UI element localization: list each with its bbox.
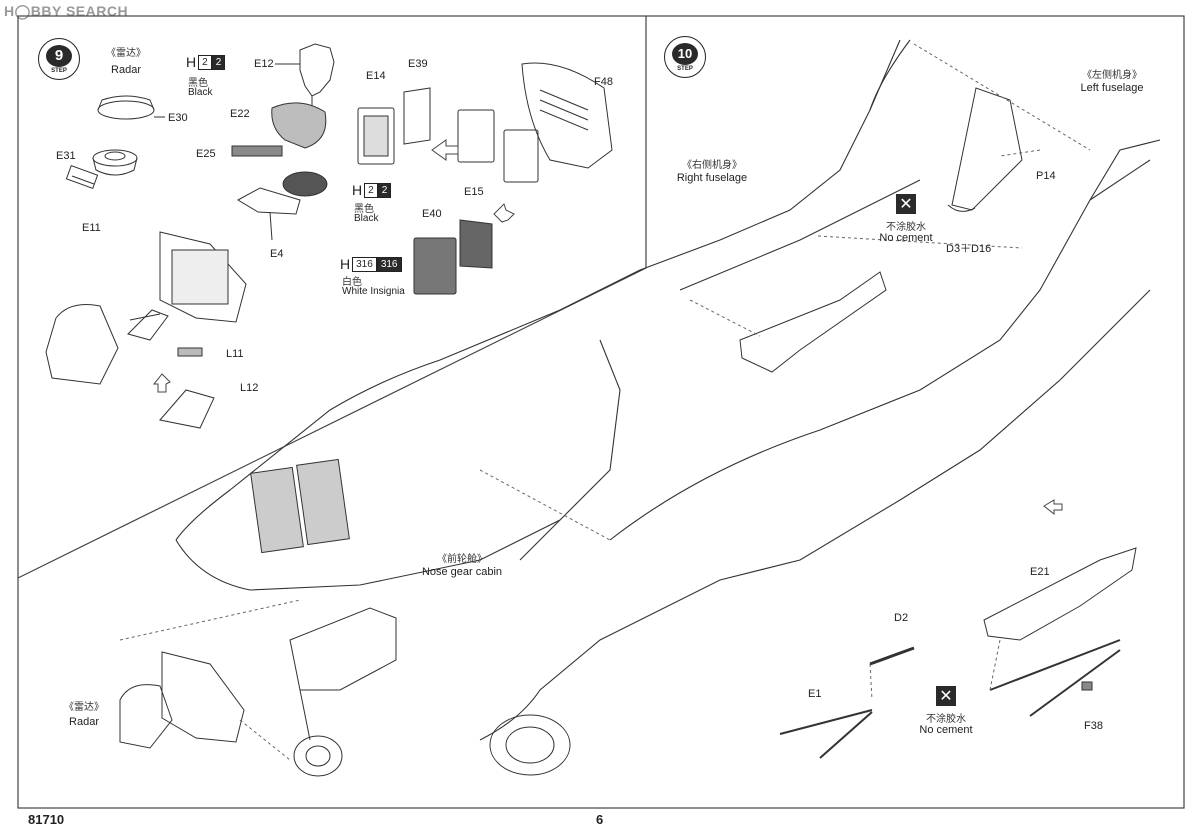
paint-code-filled: 316 (376, 256, 402, 272)
left-fuselage-cn: 《左侧机身》 (1082, 70, 1142, 81)
paint-letter: H (340, 256, 351, 272)
step-9-badge: 9 STEP (38, 38, 80, 80)
cockpit-seats (250, 458, 350, 554)
paint3-cn: 白色 (342, 277, 362, 288)
part-e25-strip (231, 145, 283, 157)
right-fuselage-en: Right fuselage (676, 172, 748, 184)
paint-letter: H (352, 182, 363, 198)
part-l11-rod (177, 347, 203, 357)
nose-gear-cabin (289, 607, 397, 741)
radar-dish-e30 (97, 95, 165, 120)
label-e14: E14 (366, 70, 386, 82)
part-l12-bracket (159, 389, 215, 429)
step9-radar-cn: 《雷达》 (106, 48, 146, 59)
radar-assembly-step10 (119, 651, 245, 749)
hobby-search-watermark: H◯BBY SEARCH (4, 3, 129, 19)
nose-gear-cn: 《前轮舱》 (437, 554, 487, 565)
left-fuselage-outline (479, 139, 1161, 741)
panel-e14 (357, 107, 395, 165)
step-9-word: STEP (51, 67, 67, 74)
paint-code-filled: 2 (211, 54, 226, 70)
paint2-en: Black (354, 213, 379, 224)
no-cement-icon-1: ✕ (896, 194, 916, 214)
label-e30: E30 (168, 112, 188, 124)
paint-code-outline: 2 (198, 54, 212, 70)
kit-number: 81710 (28, 812, 65, 827)
label-e22: E22 (230, 108, 250, 120)
vertical-fin-d3-d16 (947, 87, 1023, 212)
panel-e40 (413, 237, 457, 295)
paint2-cn: 黑色 (354, 204, 374, 215)
step-10-number: 10 (672, 42, 698, 65)
step9-radar-en: Radar (111, 64, 141, 76)
gear-door-e21 (983, 547, 1137, 717)
panel-assembly-right (457, 109, 539, 183)
radar-mount-e4 (236, 171, 328, 241)
label-e21: E21 (1030, 566, 1050, 578)
step10-radar-en: Radar (69, 716, 99, 728)
label-p14: P14 (1036, 170, 1056, 182)
label-e31: E31 (56, 150, 76, 162)
paint3-en: White Insignia (342, 286, 405, 297)
no-cement-cn-1: 不涂胶水 (886, 222, 926, 233)
wing-root-insert (739, 271, 887, 373)
step10-radar-cn: 《雷达》 (64, 702, 104, 713)
paint1-cn: 黑色 (188, 78, 208, 89)
engine-nozzle (489, 714, 571, 776)
part-e12-bracket (275, 43, 335, 108)
label-e15: E15 (464, 186, 484, 198)
nose-gear-en: Nose gear cabin (421, 566, 503, 578)
panel-e15 (459, 219, 493, 269)
step-10-word: STEP (677, 65, 693, 72)
seat-frame-step9 (45, 304, 169, 385)
step-9-number: 9 (46, 44, 72, 67)
label-d2: D2 (894, 612, 909, 624)
paint-letter: H (186, 54, 197, 70)
paint-code-outline: 2 (364, 182, 378, 198)
instrument-panel-step9 (159, 231, 247, 323)
paint-callout-black-2: H 2 2 (352, 182, 392, 198)
page-frame (17, 15, 1185, 809)
left-fuselage-en: Left fuselage (1080, 82, 1144, 94)
label-d3-d16: D3＋D16 (946, 243, 992, 255)
label-e12: E12 (254, 58, 274, 70)
paint-code-filled: 2 (377, 182, 392, 198)
label-e4: E4 (270, 248, 284, 260)
label-e25: E25 (196, 148, 216, 160)
label-e39: E39 (408, 58, 428, 70)
paint-callout-white-insignia: H 316 316 (340, 256, 402, 272)
label-e11: E11 (82, 222, 101, 234)
page-number: 6 (596, 812, 604, 827)
label-e40: E40 (422, 208, 442, 220)
label-l12: L12 (240, 382, 259, 394)
part-e22-plate (271, 102, 327, 149)
label-e1: E1 (808, 688, 822, 700)
label-f48: F48 (594, 76, 613, 88)
part-f38 (1081, 681, 1093, 691)
nose-wheel (293, 735, 343, 777)
paint-callout-black-1: H 2 2 (186, 54, 226, 70)
rod-d2-e1 (779, 646, 915, 759)
direction-arrows (152, 139, 1063, 516)
panel-e39 (403, 87, 431, 145)
no-cement-en-2: No cement (919, 724, 973, 736)
paint-code-outline: 316 (352, 256, 377, 272)
radar-base-e31 (92, 149, 138, 176)
right-fuselage-cn: 《右侧机身》 (682, 160, 742, 171)
console-f48 (521, 62, 613, 169)
no-cement-en-1: No cement (879, 232, 933, 244)
label-l11: L11 (226, 348, 244, 360)
no-cement-icon-2: ✕ (936, 686, 956, 706)
paint1-en: Black (188, 87, 213, 98)
assembly-guides (119, 43, 1091, 761)
part-e11 (65, 164, 99, 190)
no-cement-cn-2: 不涂胶水 (926, 714, 966, 725)
step-10-badge: 10 STEP (664, 36, 706, 78)
label-f38: F38 (1084, 720, 1103, 732)
